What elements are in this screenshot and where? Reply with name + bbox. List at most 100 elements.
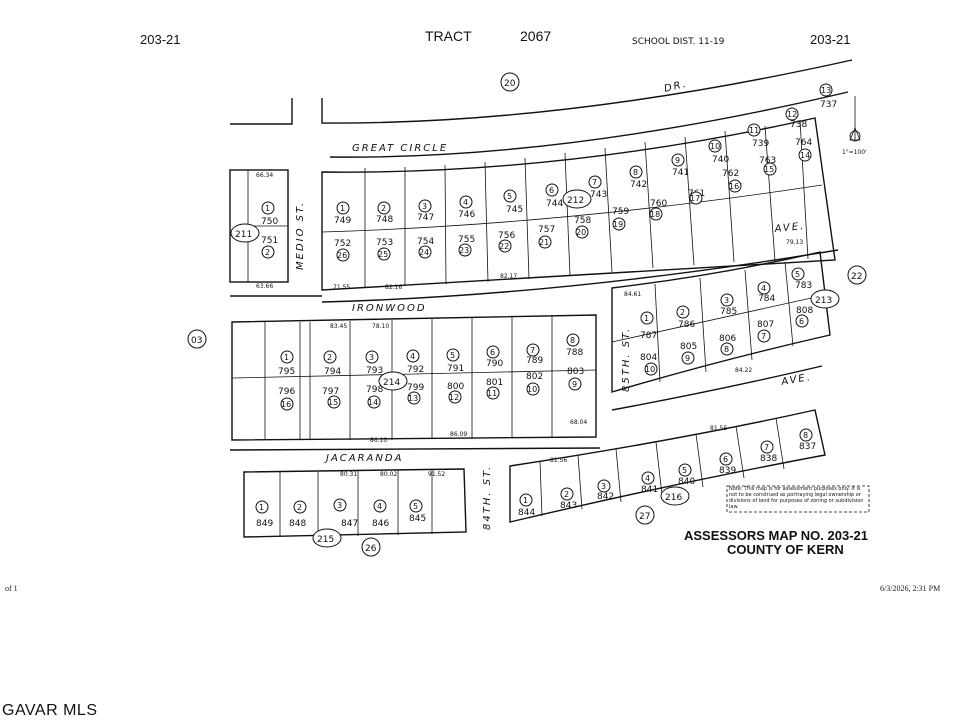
great-circle-west-edge (230, 98, 293, 125)
dim-80-02: 80.02 (380, 471, 397, 478)
svg-text:1: 1 (644, 314, 649, 323)
street-great-circle: GREAT CIRCLE (352, 143, 448, 154)
svg-text:843: 843 (560, 501, 577, 511)
svg-text:17: 17 (690, 194, 700, 203)
block-number-215-label: 215 (317, 535, 334, 545)
svg-text:846: 846 (372, 519, 389, 529)
svg-text:8: 8 (803, 431, 808, 440)
tract-label: TRACT (425, 28, 472, 44)
svg-text:9: 9 (685, 354, 690, 363)
map-page-26 (361, 537, 381, 557)
county-title: COUNTY OF KERN (727, 542, 844, 557)
svg-text:801: 801 (486, 378, 503, 388)
dim-81-56: 81.56 (550, 457, 567, 464)
street-jacaranda: JACARANDA (324, 453, 403, 464)
svg-text:7: 7 (592, 178, 597, 187)
dim-78-10: 78.10 (372, 323, 389, 330)
block-number-214-label: 214 (383, 378, 400, 388)
svg-text:787: 787 (640, 331, 657, 341)
svg-text:840: 840 (678, 477, 695, 487)
map-page-26-label: 26 (365, 544, 377, 554)
block-214-north-lots: 1 795 2 794 3 793 4 792 5 791 6 790 7 78… (278, 333, 583, 377)
svg-text:3: 3 (601, 482, 606, 491)
svg-text:745: 745 (506, 205, 523, 215)
svg-text:2: 2 (381, 204, 386, 213)
svg-text:740: 740 (712, 155, 729, 165)
svg-text:1: 1 (284, 353, 289, 362)
dim-86-10: 86.10 (370, 437, 387, 444)
svg-text:4: 4 (645, 474, 650, 483)
svg-text:6: 6 (490, 348, 495, 357)
svg-text:3: 3 (337, 501, 342, 510)
svg-text:795: 795 (278, 367, 295, 377)
svg-text:808: 808 (796, 306, 813, 316)
svg-text:9: 9 (675, 156, 680, 165)
svg-text:24: 24 (419, 248, 429, 257)
svg-text:16: 16 (729, 182, 739, 191)
ave-south-edge (611, 365, 823, 411)
svg-text:6: 6 (799, 317, 804, 326)
svg-text:796: 796 (278, 387, 295, 397)
street-ave-2: AVE. (780, 372, 813, 388)
svg-text:3: 3 (422, 202, 427, 211)
page-ref-right: 203-21 (810, 32, 850, 47)
great-circle-lot-line (329, 91, 849, 158)
page-ref-left: 203-21 (140, 32, 180, 47)
svg-text:752: 752 (334, 239, 351, 249)
jacaranda-north-edge (229, 447, 601, 451)
svg-text:4: 4 (463, 198, 468, 207)
svg-text:5: 5 (682, 466, 687, 475)
map-page-22-label: 22 (851, 272, 862, 282)
svg-text:3: 3 (369, 353, 374, 362)
svg-text:16: 16 (281, 400, 291, 409)
map-page-03 (187, 329, 207, 349)
block-216-lots: 1 844 2 843 3 842 4 841 5 840 6 839 7 83… (518, 428, 816, 518)
svg-text:848: 848 (289, 519, 306, 529)
north-arrow-icon (849, 96, 861, 142)
svg-text:797: 797 (322, 387, 339, 397)
block-213 (611, 251, 831, 393)
svg-text:742: 742 (630, 180, 647, 190)
map-page-03-label: 03 (191, 336, 202, 346)
dim-91-52: 91.52 (428, 471, 445, 478)
note-text-container: Note: This map is for assessment purpose… (729, 486, 864, 510)
svg-text:8: 8 (570, 336, 575, 345)
svg-text:753: 753 (376, 238, 393, 248)
svg-text:749: 749 (334, 216, 351, 226)
svg-text:757: 757 (538, 225, 555, 235)
dim-68-04: 68.04 (570, 419, 587, 426)
svg-text:802: 802 (526, 372, 543, 382)
block-216 (509, 409, 826, 523)
svg-text:11: 11 (749, 126, 759, 135)
svg-text:788: 788 (566, 348, 583, 358)
note-text: Note: This map is for assessment purpose… (729, 486, 864, 510)
svg-text:751: 751 (261, 236, 278, 246)
block-214 (231, 314, 597, 441)
svg-text:2: 2 (297, 503, 302, 512)
block-212 (321, 117, 836, 291)
svg-text:738: 738 (790, 120, 807, 130)
svg-text:7: 7 (530, 346, 535, 355)
svg-text:798: 798 (366, 385, 383, 395)
svg-text:21: 21 (539, 238, 549, 247)
svg-text:18: 18 (650, 210, 660, 219)
svg-text:1: 1 (259, 503, 264, 512)
svg-text:63.66: 63.66 (256, 283, 273, 290)
svg-text:8: 8 (724, 345, 729, 354)
svg-text:7: 7 (761, 332, 766, 341)
svg-text:755: 755 (458, 235, 475, 245)
block-213-lots: 1 787 2 786 3 785 4 784 5 783 808 6 807 … (640, 267, 813, 376)
svg-text:6: 6 (723, 455, 728, 464)
svg-text:799: 799 (407, 383, 424, 393)
dim-86-09: 86.09 (450, 431, 467, 438)
svg-text:1: 1 (340, 204, 345, 213)
footer-page-count: of 1 (5, 584, 18, 593)
svg-text:19: 19 (613, 220, 623, 229)
svg-text:792: 792 (407, 365, 424, 375)
svg-text:806: 806 (719, 334, 736, 344)
svg-text:23: 23 (459, 246, 469, 255)
dim-84-61: 84.61 (624, 291, 641, 298)
svg-text:5: 5 (795, 270, 800, 279)
svg-text:12: 12 (787, 110, 797, 119)
